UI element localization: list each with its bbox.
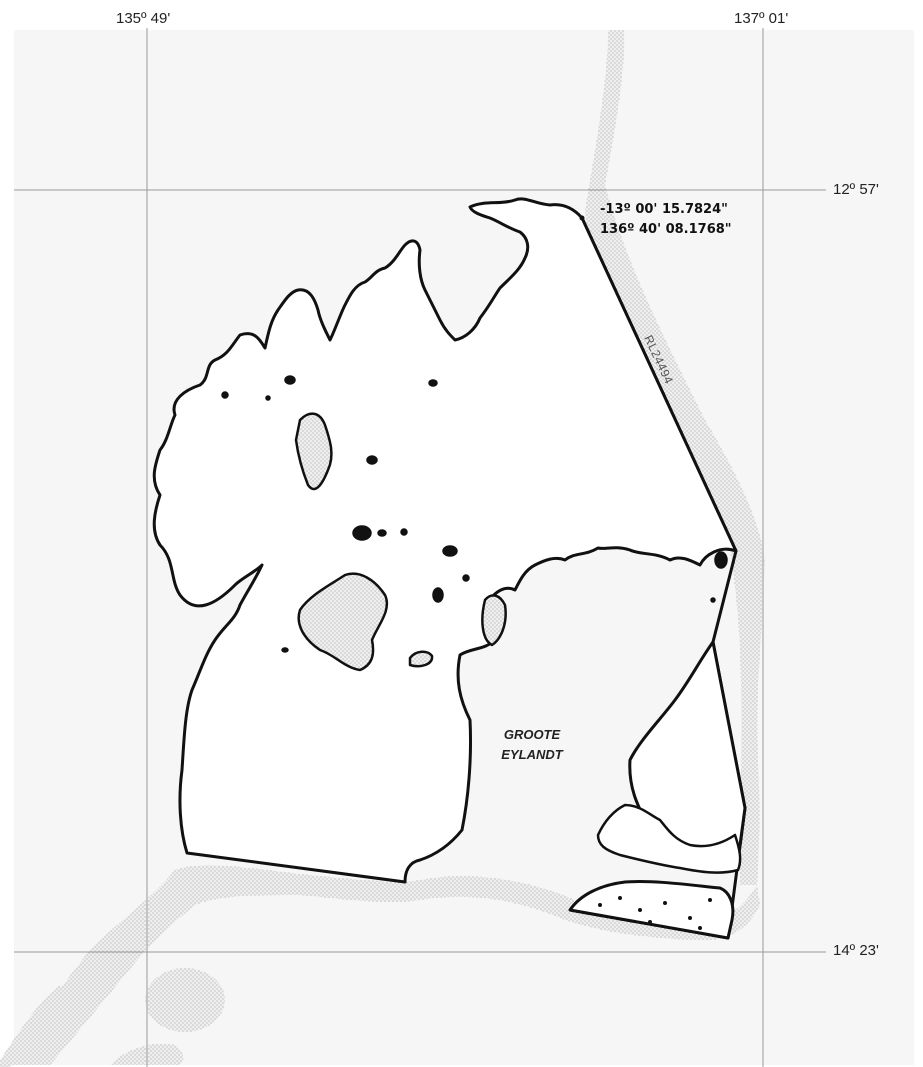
place-label-line2: EYLANDT xyxy=(501,747,563,762)
boundary-point-lon: 136º 40' 08.1768" xyxy=(600,222,732,237)
boundary-point-marker xyxy=(579,215,585,221)
place-label-line1: GROOTE xyxy=(503,727,561,742)
islet xyxy=(714,551,728,569)
islet xyxy=(366,455,378,465)
lease-band-east xyxy=(585,30,765,885)
islet xyxy=(442,545,458,557)
islet xyxy=(710,597,716,603)
shoal-patch-west xyxy=(0,985,66,1067)
islet xyxy=(221,391,229,399)
southeast-inner-coast xyxy=(596,803,742,874)
island-coastline xyxy=(152,197,738,884)
graticule xyxy=(14,28,826,1067)
southern-tip-dots xyxy=(598,896,712,930)
place-label: GROOTE EYLANDT xyxy=(482,725,582,765)
islet xyxy=(281,647,289,653)
islet xyxy=(432,587,444,603)
lat-label-north: 12º 57' xyxy=(833,181,879,198)
inner-channel xyxy=(294,412,333,491)
southern-tip xyxy=(568,880,735,940)
inner-bay-west xyxy=(297,572,389,672)
inner-lake xyxy=(408,650,434,668)
islet xyxy=(428,379,438,387)
boundary-point-coordinates: -13º 00' 15.7824" 136º 40' 08.1768" xyxy=(600,200,732,240)
shoal-patch xyxy=(145,968,225,1032)
inner-bay-east xyxy=(481,594,507,647)
islet xyxy=(284,375,296,385)
islet xyxy=(377,529,387,537)
boundary-point-lat: -13º 00' 15.7824" xyxy=(600,202,728,217)
islet xyxy=(352,525,372,541)
lon-label-east: 137º 01' xyxy=(734,10,789,27)
lon-label-west: 135º 49' xyxy=(116,10,171,27)
lease-band-south xyxy=(10,865,760,1065)
lat-label-south: 14º 23' xyxy=(833,942,879,959)
islets xyxy=(221,375,728,703)
islet xyxy=(400,528,408,536)
inner-water xyxy=(294,412,507,672)
islet xyxy=(265,395,271,401)
islet xyxy=(462,574,470,582)
